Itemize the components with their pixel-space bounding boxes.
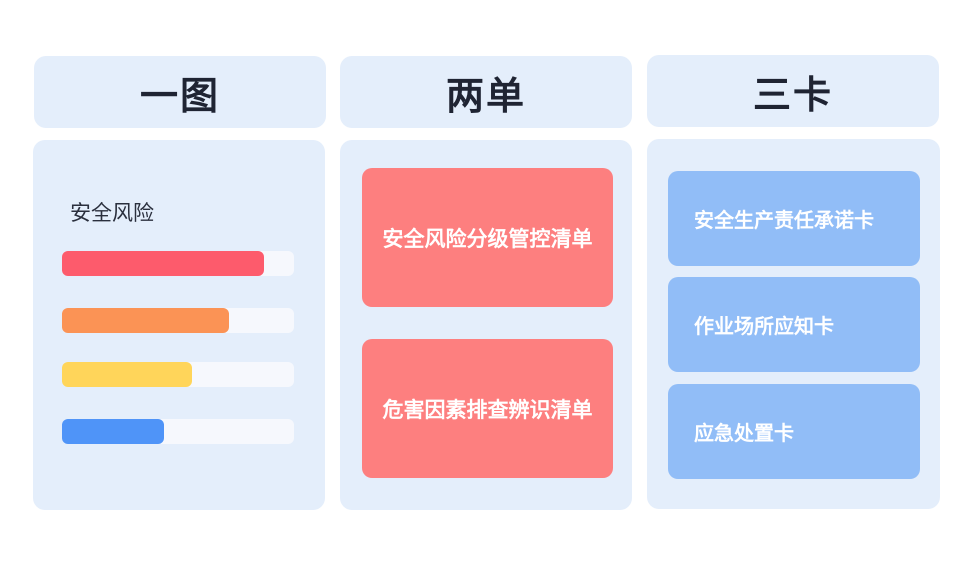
- risk-map-panel: 安全风险: [33, 140, 325, 510]
- workplace-awareness-card: 作业场所应知卡: [668, 277, 920, 372]
- header-three-cards: 三卡: [647, 55, 939, 127]
- risk-bar-fill: [62, 308, 230, 333]
- header-two-lists-label: 两单: [445, 73, 526, 118]
- lists-panel: 安全风险分级管控清单 危害因素排查辨识清单: [340, 140, 632, 510]
- emergency-response-label: 应急处置卡: [694, 421, 794, 445]
- responsibility-commitment-label: 安全生产责任承诺卡: [694, 208, 874, 232]
- cards-panel: 安全生产责任承诺卡 作业场所应知卡 应急处置卡: [647, 139, 940, 509]
- header-two-lists: 两单: [340, 56, 632, 128]
- header-one-map: 一图: [34, 56, 326, 128]
- risk-bar-fill: [62, 362, 192, 387]
- header-three-cards-label: 三卡: [752, 72, 833, 117]
- header-one-map-label: 一图: [139, 73, 220, 118]
- risk-bar-fill: [62, 419, 165, 444]
- risk-control-list-card: 安全风险分级管控清单: [362, 168, 613, 307]
- risk-bar-track: [62, 362, 294, 387]
- emergency-response-card: 应急处置卡: [668, 384, 920, 479]
- risk-map-title: 安全风险: [70, 201, 154, 225]
- risk-bar-track: [62, 251, 294, 276]
- risk-control-list-label: 安全风险分级管控清单: [382, 226, 593, 251]
- risk-bar-track: [62, 419, 294, 444]
- workplace-awareness-label: 作业场所应知卡: [694, 314, 834, 338]
- hazard-identification-list-card: 危害因素排查辨识清单: [362, 339, 613, 478]
- responsibility-commitment-card: 安全生产责任承诺卡: [668, 171, 920, 266]
- risk-bar-track: [62, 308, 294, 333]
- risk-bar-fill: [62, 251, 264, 276]
- hazard-identification-list-label: 危害因素排查辨识清单: [382, 397, 593, 422]
